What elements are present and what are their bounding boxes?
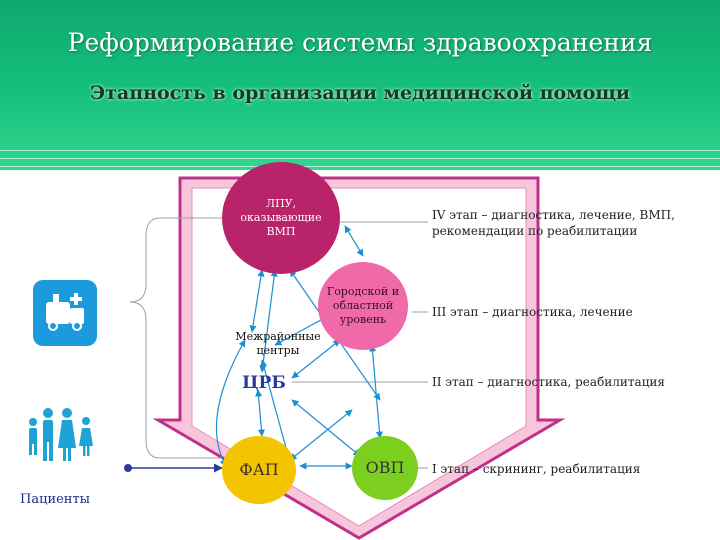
- node-lpu-vmp: ЛПУ, оказывающие ВМП: [222, 162, 340, 274]
- family-icon: [29, 408, 93, 461]
- node-regional: Городской и областной уровень: [318, 262, 408, 350]
- ambulance-icon: [33, 280, 97, 346]
- page-subtitle: Этапность в организации медицинской помо…: [90, 82, 630, 104]
- node-fap-label: ФАП: [239, 460, 279, 479]
- left-brace: [129, 217, 161, 459]
- header-banner: [0, 0, 720, 170]
- node-ovp: ОВП: [352, 436, 418, 500]
- node-interdistrict-label: Межрайонные центры: [235, 330, 321, 357]
- stage-iv-line1: IV этап – диагностика, лечение, ВМП,: [432, 208, 675, 222]
- stage-iv-line2: рекомендации по реабилитации: [432, 224, 638, 238]
- node-regional-label: Городской и областной уровень: [326, 285, 400, 326]
- header-stripe: [0, 158, 720, 159]
- header-stripe: [0, 166, 720, 167]
- patients-label: Пациенты: [20, 492, 91, 507]
- header-stripe: [0, 150, 720, 151]
- stage-iv: IV этап – диагностика, лечение, ВМП, рек…: [432, 207, 675, 239]
- node-lpu-label: ЛПУ, оказывающие ВМП: [240, 197, 322, 238]
- stage-ii: II этап – диагностика, реабилитация: [432, 375, 665, 389]
- stage-iii: III этап – диагностика, лечение: [432, 305, 633, 319]
- node-crb-label: ЦРБ: [242, 373, 286, 393]
- stage-i: I этап – скрининг, реабилитация: [432, 462, 641, 476]
- node-ovp-label: ОВП: [365, 458, 405, 477]
- page-title: Реформирование системы здравоохранения: [67, 28, 653, 57]
- node-fap: ФАП: [222, 436, 296, 504]
